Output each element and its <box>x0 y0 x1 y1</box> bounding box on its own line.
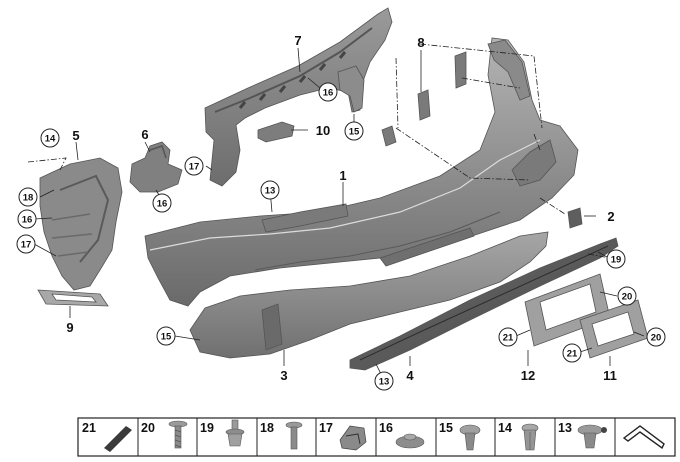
legend-cell-16: 16 <box>379 421 425 449</box>
circled-callout: 20 <box>617 286 637 306</box>
svg-text:18: 18 <box>260 421 274 435</box>
svg-text:13: 13 <box>558 421 572 435</box>
lower-trim-part-3 <box>189 231 549 359</box>
reflector-part-9 <box>37 289 109 307</box>
svg-text:16: 16 <box>157 199 168 210</box>
circled-callout: 15 <box>156 326 176 346</box>
circled-callouts: 13 13 14 15 15 16 16 16 17 17 18 19 20 2… <box>16 82 666 391</box>
legend-cell-19: 19 <box>200 419 245 447</box>
legend-cell-17: 17 <box>319 421 367 451</box>
svg-text:17: 17 <box>21 240 32 251</box>
legend-cell-20: 20 <box>141 420 188 449</box>
svg-text:14: 14 <box>498 421 512 435</box>
legend-cell-14: 14 <box>498 421 539 451</box>
circled-callout: 16 <box>318 82 338 102</box>
svg-text:18: 18 <box>23 193 34 204</box>
svg-text:15: 15 <box>161 332 172 343</box>
legend-cell-bracket <box>622 425 665 450</box>
circled-callout: 16 <box>152 193 172 213</box>
circled-callout: 15 <box>344 121 364 141</box>
side-bracket-part-6 <box>129 141 183 193</box>
legend-cell-18: 18 <box>260 421 303 450</box>
svg-text:20: 20 <box>622 292 633 303</box>
circled-callout: 21 <box>562 343 582 363</box>
svg-text:15: 15 <box>439 421 453 435</box>
callout-5: 5 <box>72 128 79 143</box>
circled-callout: 14 <box>40 128 60 148</box>
callout-10: 10 <box>316 123 330 138</box>
side-carrier-part-5 <box>39 157 123 291</box>
callout-2: 2 <box>607 209 614 224</box>
svg-text:14: 14 <box>45 134 56 145</box>
circled-callout: 13 <box>260 180 280 200</box>
callout-9: 9 <box>66 320 73 335</box>
callout-6: 6 <box>141 127 148 142</box>
svg-text:21: 21 <box>82 421 96 435</box>
callout-numbers: 1 2 3 4 5 6 7 8 9 10 11 12 <box>66 33 616 383</box>
svg-text:13: 13 <box>379 377 390 388</box>
angle-bracket-icon <box>622 425 665 450</box>
nut-clip-icon <box>339 425 367 451</box>
svg-text:19: 19 <box>611 255 622 266</box>
foam-pad-icon <box>104 426 132 452</box>
svg-text:13: 13 <box>265 186 276 197</box>
circled-callout: 17 <box>184 156 204 176</box>
circled-callout: 18 <box>18 187 38 207</box>
legend-cell-13: 13 <box>558 421 607 449</box>
small-cover-part-2 <box>567 207 583 229</box>
circled-callout: 13 <box>374 371 394 391</box>
svg-text:21: 21 <box>503 333 514 344</box>
svg-text:16: 16 <box>22 215 33 226</box>
bolt-icon <box>285 421 303 450</box>
callout-1: 1 <box>339 168 346 183</box>
callout-3: 3 <box>280 368 287 383</box>
svg-text:21: 21 <box>567 349 578 360</box>
legend-cell-21: 21 <box>82 421 132 452</box>
spreader-clip-icon <box>577 424 607 449</box>
plate-holder-part-11 <box>579 299 649 359</box>
svg-text:16: 16 <box>323 88 334 99</box>
svg-text:19: 19 <box>200 421 214 435</box>
callout-12: 12 <box>521 368 535 383</box>
assembly-lines <box>27 43 611 259</box>
fastener-legend: 21 20 19 18 17 <box>77 417 676 457</box>
svg-text:16: 16 <box>379 421 393 435</box>
circled-callout: 17 <box>16 234 36 254</box>
push-rivet-icon <box>459 424 481 451</box>
carrier-bracket-part <box>204 7 393 187</box>
expanding-nut-icon <box>395 433 425 449</box>
plate-holder-part-12 <box>524 273 611 347</box>
callout-11: 11 <box>603 368 617 383</box>
svg-text:17: 17 <box>189 162 200 173</box>
circled-callout: 20 <box>646 327 666 347</box>
bumper-cover-part-1 <box>144 37 579 307</box>
callout-4: 4 <box>406 368 414 383</box>
legend-cell-15: 15 <box>439 421 481 451</box>
svg-text:20: 20 <box>651 333 662 344</box>
circled-callout: 19 <box>606 249 626 269</box>
screw-icon <box>168 420 188 449</box>
clip-icon <box>225 419 245 447</box>
svg-text:15: 15 <box>349 127 360 138</box>
svg-text:20: 20 <box>141 421 155 435</box>
callout-7: 7 <box>294 33 301 48</box>
bracket-part-10 <box>257 121 295 143</box>
callout-8: 8 <box>417 35 424 50</box>
expanding-rivet-icon <box>521 423 539 451</box>
lower-strip-part-4 <box>349 237 619 371</box>
circled-callout: 16 <box>17 209 37 229</box>
circled-callout: 21 <box>498 327 518 347</box>
svg-text:17: 17 <box>319 421 333 435</box>
bracket-set-part-8 <box>381 51 467 147</box>
